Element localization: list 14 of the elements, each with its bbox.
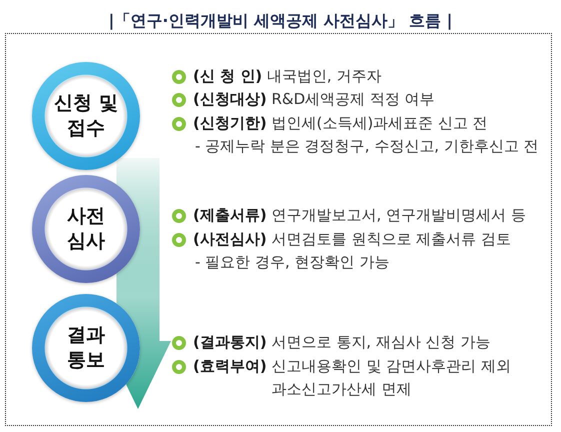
bullet-text: (신 청 인) 내국법인, 거주자: [193, 66, 382, 86]
bullet-text: (신청대상) R&D세액공제 적정 여부: [193, 89, 435, 110]
step-label: 신청 및 접수: [53, 91, 119, 141]
bullet-text: (사전심사) 서면검토를 원칙으로 제출서류 검토: [193, 228, 511, 250]
note-text: - 공제누락 분은 경정청구, 수정신고, 기한후신고 전: [195, 136, 539, 157]
bullet-text: (효력부여) 신고내용확인 및 감면사후관리 제외 과소신고가산세 면제: [193, 356, 512, 400]
bullet-text: (결과통지) 서면으로 통지, 재심사 신청 가능: [193, 332, 490, 353]
bullet-text: (제출서류) 연구개발보고서, 연구개발비명세서 등: [193, 205, 526, 226]
step-label: 결과 통보: [66, 323, 106, 373]
bullet-text: (신청기한) 법인세(소득세)과세표준 신고 전: [193, 112, 488, 134]
step-label: 사전 심사: [66, 204, 106, 254]
note-text: - 필요한 경우, 현장확인 가능: [195, 252, 390, 273]
block-arrow: [116, 158, 171, 409]
diagram-title: |「연구·인력개발비 세액공제 사전심사」 흐름 |: [108, 10, 453, 31]
